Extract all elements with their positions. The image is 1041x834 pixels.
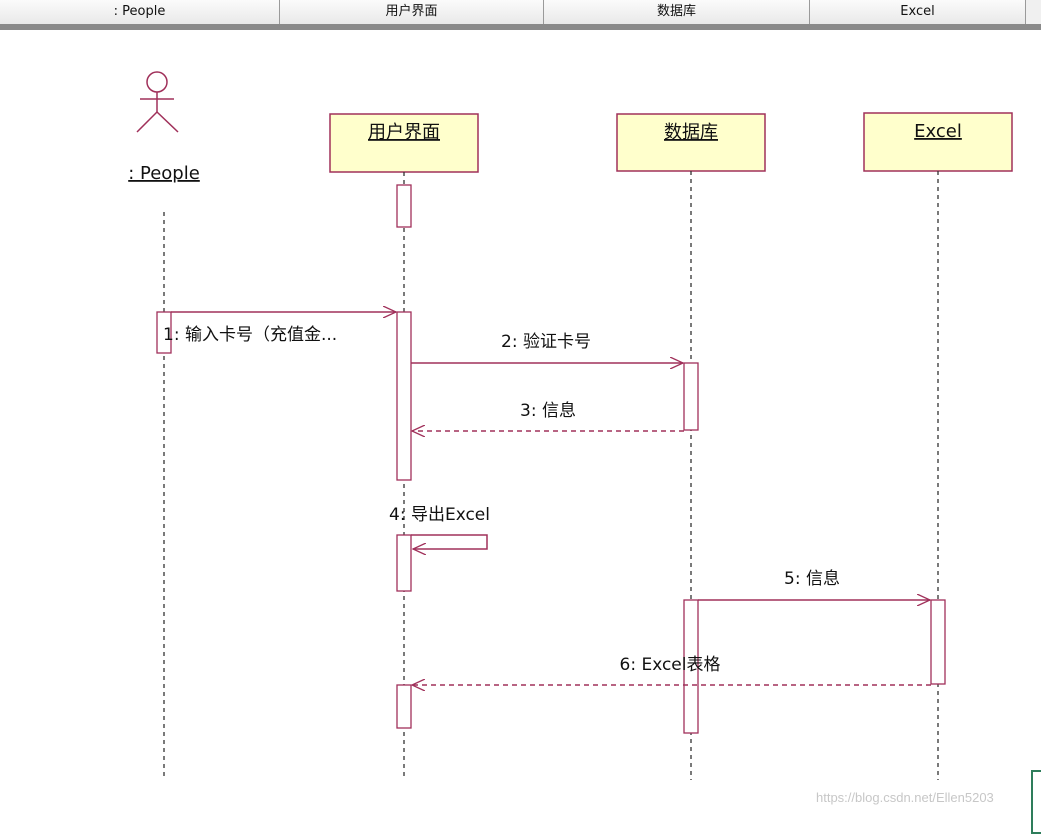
actor-label: : People bbox=[128, 163, 200, 184]
header-column-people[interactable]: : People bbox=[0, 0, 280, 24]
object-label-ui: 用户界面 bbox=[368, 122, 440, 143]
message-6-label: 6: Excel表格 bbox=[620, 655, 721, 675]
actor-people[interactable]: : People bbox=[128, 71, 200, 184]
header-divider bbox=[0, 24, 1041, 30]
message-2-label: 2: 验证卡号 bbox=[501, 332, 591, 352]
activation-excel bbox=[930, 599, 946, 685]
message-3-label: 3: 信息 bbox=[520, 401, 576, 421]
header-column-database[interactable]: 数据库 bbox=[544, 0, 810, 24]
activation-people bbox=[156, 311, 172, 354]
object-database[interactable]: 数据库 bbox=[616, 113, 766, 172]
watermark: https://blog.csdn.net/Ellen5203 bbox=[816, 790, 994, 805]
activation-database-1 bbox=[683, 362, 699, 431]
object-box bbox=[616, 113, 766, 172]
activation-ui-1 bbox=[396, 184, 412, 228]
message-4-arrow[interactable] bbox=[411, 534, 488, 549]
actor-head bbox=[146, 71, 168, 93]
message-5-label: 5: 信息 bbox=[784, 569, 840, 589]
header-column-ui[interactable]: 用户界面 bbox=[280, 0, 544, 24]
activation-ui-4 bbox=[396, 684, 412, 729]
activation-database-2 bbox=[683, 599, 699, 734]
activation-ui-2 bbox=[396, 311, 412, 481]
object-label-excel: Excel bbox=[914, 121, 962, 142]
header-column-excel[interactable]: Excel bbox=[810, 0, 1026, 24]
corner-panel-edge bbox=[1031, 770, 1041, 834]
object-excel[interactable]: Excel bbox=[863, 112, 1013, 172]
actor-left-leg bbox=[136, 111, 158, 133]
actor-right-leg bbox=[156, 111, 179, 133]
header-bar: : People 用户界面 数据库 Excel bbox=[0, 0, 1041, 25]
object-box bbox=[863, 112, 1013, 172]
object-label-database: 数据库 bbox=[664, 122, 718, 143]
object-box bbox=[329, 113, 479, 173]
object-ui[interactable]: 用户界面 bbox=[329, 113, 479, 173]
message-1-label: 1: 输入卡号（充值金... bbox=[163, 325, 337, 345]
activation-ui-3 bbox=[396, 534, 412, 592]
message-4-label: 4: 导出Excel bbox=[389, 505, 490, 525]
